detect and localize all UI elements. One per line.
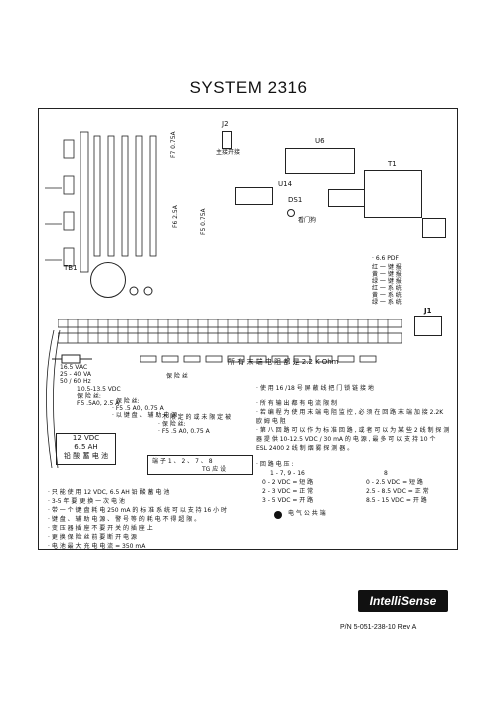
- loop-voltage: · 回 路 电 压 : 1 - 7, 9 - 16 8 0 - 2 VDC = …: [256, 460, 452, 521]
- note-line: · 若 编 程 为 使 用 末 端 电 阻 监 控 , 必 须 在 回 路 末 …: [256, 409, 444, 416]
- battery-line-2: 6.5 AH: [74, 443, 98, 451]
- led-icon: [287, 209, 295, 217]
- power-connector: [422, 218, 446, 238]
- aux-power-label-2: · 保 险 丝: · F5 .5 A0, 0.75 A · 以 键 盘 、 辅 …: [112, 398, 178, 419]
- j2-label: J2: [222, 120, 229, 128]
- status-legend-item: 绿 一 系 统: [372, 299, 402, 306]
- status-legend-item: 黄 一 系 统: [372, 292, 402, 299]
- note-line: · 所 有 输 出 都 有 电 流 限 制: [256, 400, 337, 407]
- relay-block: [40, 128, 80, 298]
- note-line: 器 提 供 10-12.5 VDC / 30 mA 的 电 源 , 最 多 可 …: [256, 436, 436, 443]
- t1-transformer: [364, 170, 422, 218]
- loop-voltage-header: · 回 路 电 压 :: [256, 461, 294, 468]
- note-line: · 键 盘 、 辅 助 电 源 、 警 号 等 的 耗 电 不 得 超 限 。: [48, 516, 201, 523]
- status-legend-item: 红 一 键 报: [372, 264, 402, 271]
- potentiometer-icon: [128, 283, 156, 299]
- u6-chip: [285, 148, 355, 174]
- relay-bars: [79, 128, 170, 278]
- right-notes: · 使 用 16 /18 号 屏 蔽 线 把 门 锁 链 接 地 · 所 有 输…: [256, 384, 449, 453]
- loop-voltage-r3c1: 3 - 5 VDC = 开 路: [262, 497, 314, 504]
- loop-voltage-r1c2: 0 - 2.5 VDC = 短 路: [366, 479, 423, 486]
- tb1-label: TB1: [64, 264, 78, 272]
- left-notes: · 只 能 使 用 12 VDC, 6.5 AH 铅 酸 蓄 电 池 · 3-5…: [48, 488, 227, 551]
- status-legend: 红 一 键 报 黄 一 键 报 绿 一 键 报 红 一 系 统 黄 一 系 统 …: [372, 264, 402, 306]
- aux-power-label-3: · 不 限 定 的 或 未 限 定 被 · 保 险 丝: · F5 .5 A0,…: [158, 414, 232, 435]
- t1-label: T1: [388, 160, 397, 168]
- note-line: · 使 用 16 /18 号 屏 蔽 线 把 门 锁 链 接 地: [256, 385, 374, 392]
- resistor-row: [139, 348, 390, 363]
- ground-label: 电 气 公 共 端: [288, 510, 326, 517]
- logo-text: IntelliSense: [369, 594, 437, 608]
- battery-line-3: 铅 酸 蓄 电 池: [64, 452, 108, 460]
- note-line: · 变 压 器 插 座 不 要 开 关 的 插 座 上: [48, 525, 153, 532]
- relay-fuse-label-2: F6 2.5A: [172, 205, 179, 228]
- j2-jumper: [222, 131, 232, 149]
- relay-fuse-label-3: F5 0.75A: [200, 208, 207, 235]
- status-legend-item: 红 一 系 统: [372, 285, 402, 292]
- battery-box: 12 VDC 6.5 AH 铅 酸 蓄 电 池: [56, 433, 116, 465]
- loop-voltage-r1c1: 0 - 2 VDC = 短 路: [262, 479, 314, 486]
- relay-small-label: 保 险 丝: [166, 373, 188, 380]
- u14-label: U14: [278, 180, 293, 188]
- note-line: · 3-5 年 要 更 换 一 次 电 池: [48, 498, 125, 505]
- ds1-sub-label: 看门狗: [298, 217, 317, 224]
- note-line: 欧 姆 电 阻: [256, 418, 286, 425]
- loop-voltage-col2-head: 8: [384, 470, 388, 477]
- status-legend-item: 黄 一 键 报: [372, 271, 402, 278]
- note-line: · 电 池 最 大 充 电 电 流 = 350 mA: [48, 543, 146, 550]
- j2-sub-label: 主接开接: [216, 149, 241, 156]
- page-title: SYSTEM 2316: [189, 78, 308, 97]
- loop-voltage-col1-head: 1 - 7, 9 - 16: [270, 470, 305, 477]
- tg-box: 端 子 1 、 2 、 7 、 8 TG 应 设: [147, 455, 253, 475]
- battery-line-1: 12 VDC: [72, 434, 100, 442]
- ds1-label: DS1: [288, 196, 303, 204]
- transformer-label: 16.5 VAC 25 - 40 VA 50 / 60 Hz: [60, 364, 91, 385]
- u6-label: U6: [315, 137, 325, 145]
- terminal-resistor-note: 所 有 末 端 电 阻 都 是 2.2 K-Ohm: [228, 358, 339, 366]
- loop-voltage-r3c2: 8.5 - 15 VDC = 开 路: [366, 497, 427, 504]
- note-line: · 带 一 个 键 盘 耗 电 250 mA 的 标 准 系 统 可 以 支 持…: [48, 507, 227, 514]
- note-line: · 更 换 保 险 丝 前 要 断 开 电 源: [48, 534, 137, 541]
- note-line: · 第 八 回 路 可 以 作 为 标 准 回 路 , 或 者 可 以 为 某 …: [256, 427, 450, 434]
- relay-fuse-label-1: F7 0.75A: [170, 131, 177, 158]
- tg-box-line-1: 端 子 1 、 2 、 7 、 8: [152, 458, 213, 465]
- buzzer-icon: [90, 262, 126, 298]
- loop-voltage-r2c2: 2.5 - 8.5 VDC = 正 常: [366, 488, 429, 495]
- aux-power-label: 10.5-13.5 VDC 保 险 丝: F5 .5A0, 2.5 A: [77, 386, 121, 407]
- u14-chip: [235, 187, 273, 205]
- loop-voltage-r2c1: 2 - 3 VDC = 正 常: [262, 488, 314, 495]
- note-line: · 只 能 使 用 12 VDC, 6.5 AH 铅 酸 蓄 电 池: [48, 489, 170, 496]
- status-legend-item: 绿 一 键 报: [372, 278, 402, 285]
- j1-label: J1: [424, 307, 432, 315]
- ic-chip-right: [328, 189, 366, 207]
- j1-connector: [414, 316, 442, 336]
- status-legend-title: · 6.6 PDF: [372, 255, 399, 262]
- note-line: ESL 2400 2 线 制 烟 雾 探 测 器 。: [256, 445, 354, 452]
- part-number: P/N 5-051-238-10 Rev A: [340, 624, 417, 631]
- ground-icon: [274, 511, 282, 519]
- intellisense-logo: IntelliSense: [358, 590, 448, 612]
- power-connector-small: [52, 352, 92, 366]
- tg-box-line-2: TG 应 设: [202, 466, 227, 473]
